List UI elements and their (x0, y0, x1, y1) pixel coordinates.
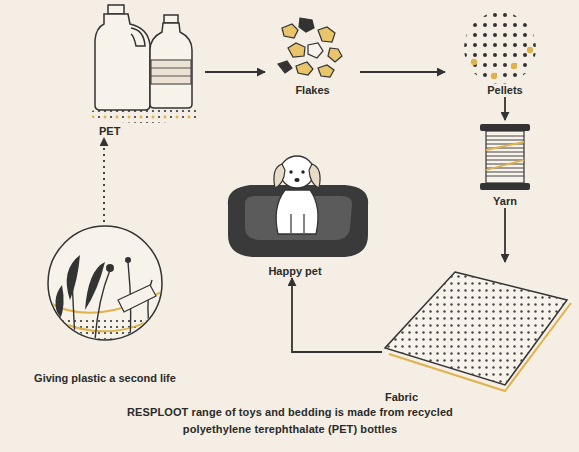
vignette-content (45, 255, 165, 343)
flake (318, 27, 335, 42)
node-label: Yarn (470, 194, 540, 208)
flow-arrow (504, 208, 506, 262)
plastic-flakes (278, 18, 342, 77)
spool-core (486, 131, 524, 183)
node-label: Happy pet (215, 264, 375, 278)
flake (308, 43, 323, 58)
flower-bud (125, 257, 131, 263)
flower-bud (106, 264, 114, 272)
flake (278, 61, 292, 73)
dog-leg (303, 214, 304, 233)
plant-leaf (85, 262, 105, 310)
bottle-label (151, 60, 191, 84)
flow-arrow (504, 97, 506, 120)
fabric-sheet (385, 272, 567, 385)
node-label: Flakes (265, 83, 360, 97)
pet-bottles (89, 5, 201, 123)
node-label: Fabric (385, 390, 572, 404)
fabric-edge (389, 303, 571, 391)
dog-body (276, 190, 318, 234)
water-bottle (150, 23, 192, 108)
flow-arrow (205, 71, 265, 73)
spool-base (480, 183, 530, 190)
milk-jug (95, 14, 150, 110)
bottle-rib (151, 68, 191, 69)
gold-pellet (491, 73, 497, 79)
flow-arrow (360, 71, 445, 73)
gold-pellet (471, 59, 477, 65)
gold-thread (486, 142, 524, 170)
discarded-bottle (118, 285, 156, 312)
plastic-pellets (464, 12, 536, 84)
illustration-node: Happy pet (215, 150, 375, 278)
illustration-node: Yarn (470, 120, 540, 208)
pellet-cluster (464, 12, 536, 84)
gold-pellet (527, 47, 533, 53)
spool-top (480, 124, 530, 131)
node-label: Giving plastic a second life (15, 371, 195, 385)
jug-cap (108, 5, 124, 14)
dog-eye (301, 170, 304, 173)
caption-text: RESPLOOT range of toys and bedding is ma… (119, 404, 461, 438)
gold-swirl (55, 315, 160, 331)
flake (328, 48, 342, 62)
bed-frame (228, 185, 368, 257)
nature-vignette (45, 226, 165, 343)
dog-ear (274, 164, 285, 188)
bottle-cap (164, 15, 178, 23)
illustration-node: Fabric (382, 262, 572, 404)
bottle-rib (151, 76, 191, 77)
flake (296, 62, 313, 75)
illustration-node: Giving plastic a second life (15, 222, 195, 385)
fabric-swatch (385, 272, 571, 391)
flake (299, 18, 314, 32)
gold-pellet (511, 63, 517, 69)
dog-in-bed (228, 156, 368, 257)
dog-ear (309, 164, 320, 188)
flow-arrow (292, 278, 382, 352)
flake (318, 65, 334, 77)
flow-arrow (103, 138, 105, 222)
fabric-weave (385, 272, 567, 385)
plant-leaf (55, 285, 63, 320)
node-label: PET (99, 124, 205, 138)
node-label: Pellets (445, 83, 565, 97)
dog-eye (289, 170, 292, 173)
flake (288, 43, 305, 57)
illustration-node: PET (85, 5, 205, 138)
dog-nose (294, 178, 299, 182)
jug-handle (131, 28, 145, 46)
illustration-node: Pellets (445, 15, 565, 97)
yarn-spool (480, 124, 530, 190)
yarn-thread (486, 136, 524, 176)
flake (282, 24, 298, 38)
plant-leaf (67, 255, 80, 300)
dog-leg (290, 214, 291, 233)
illustration-node: Flakes (265, 15, 360, 97)
